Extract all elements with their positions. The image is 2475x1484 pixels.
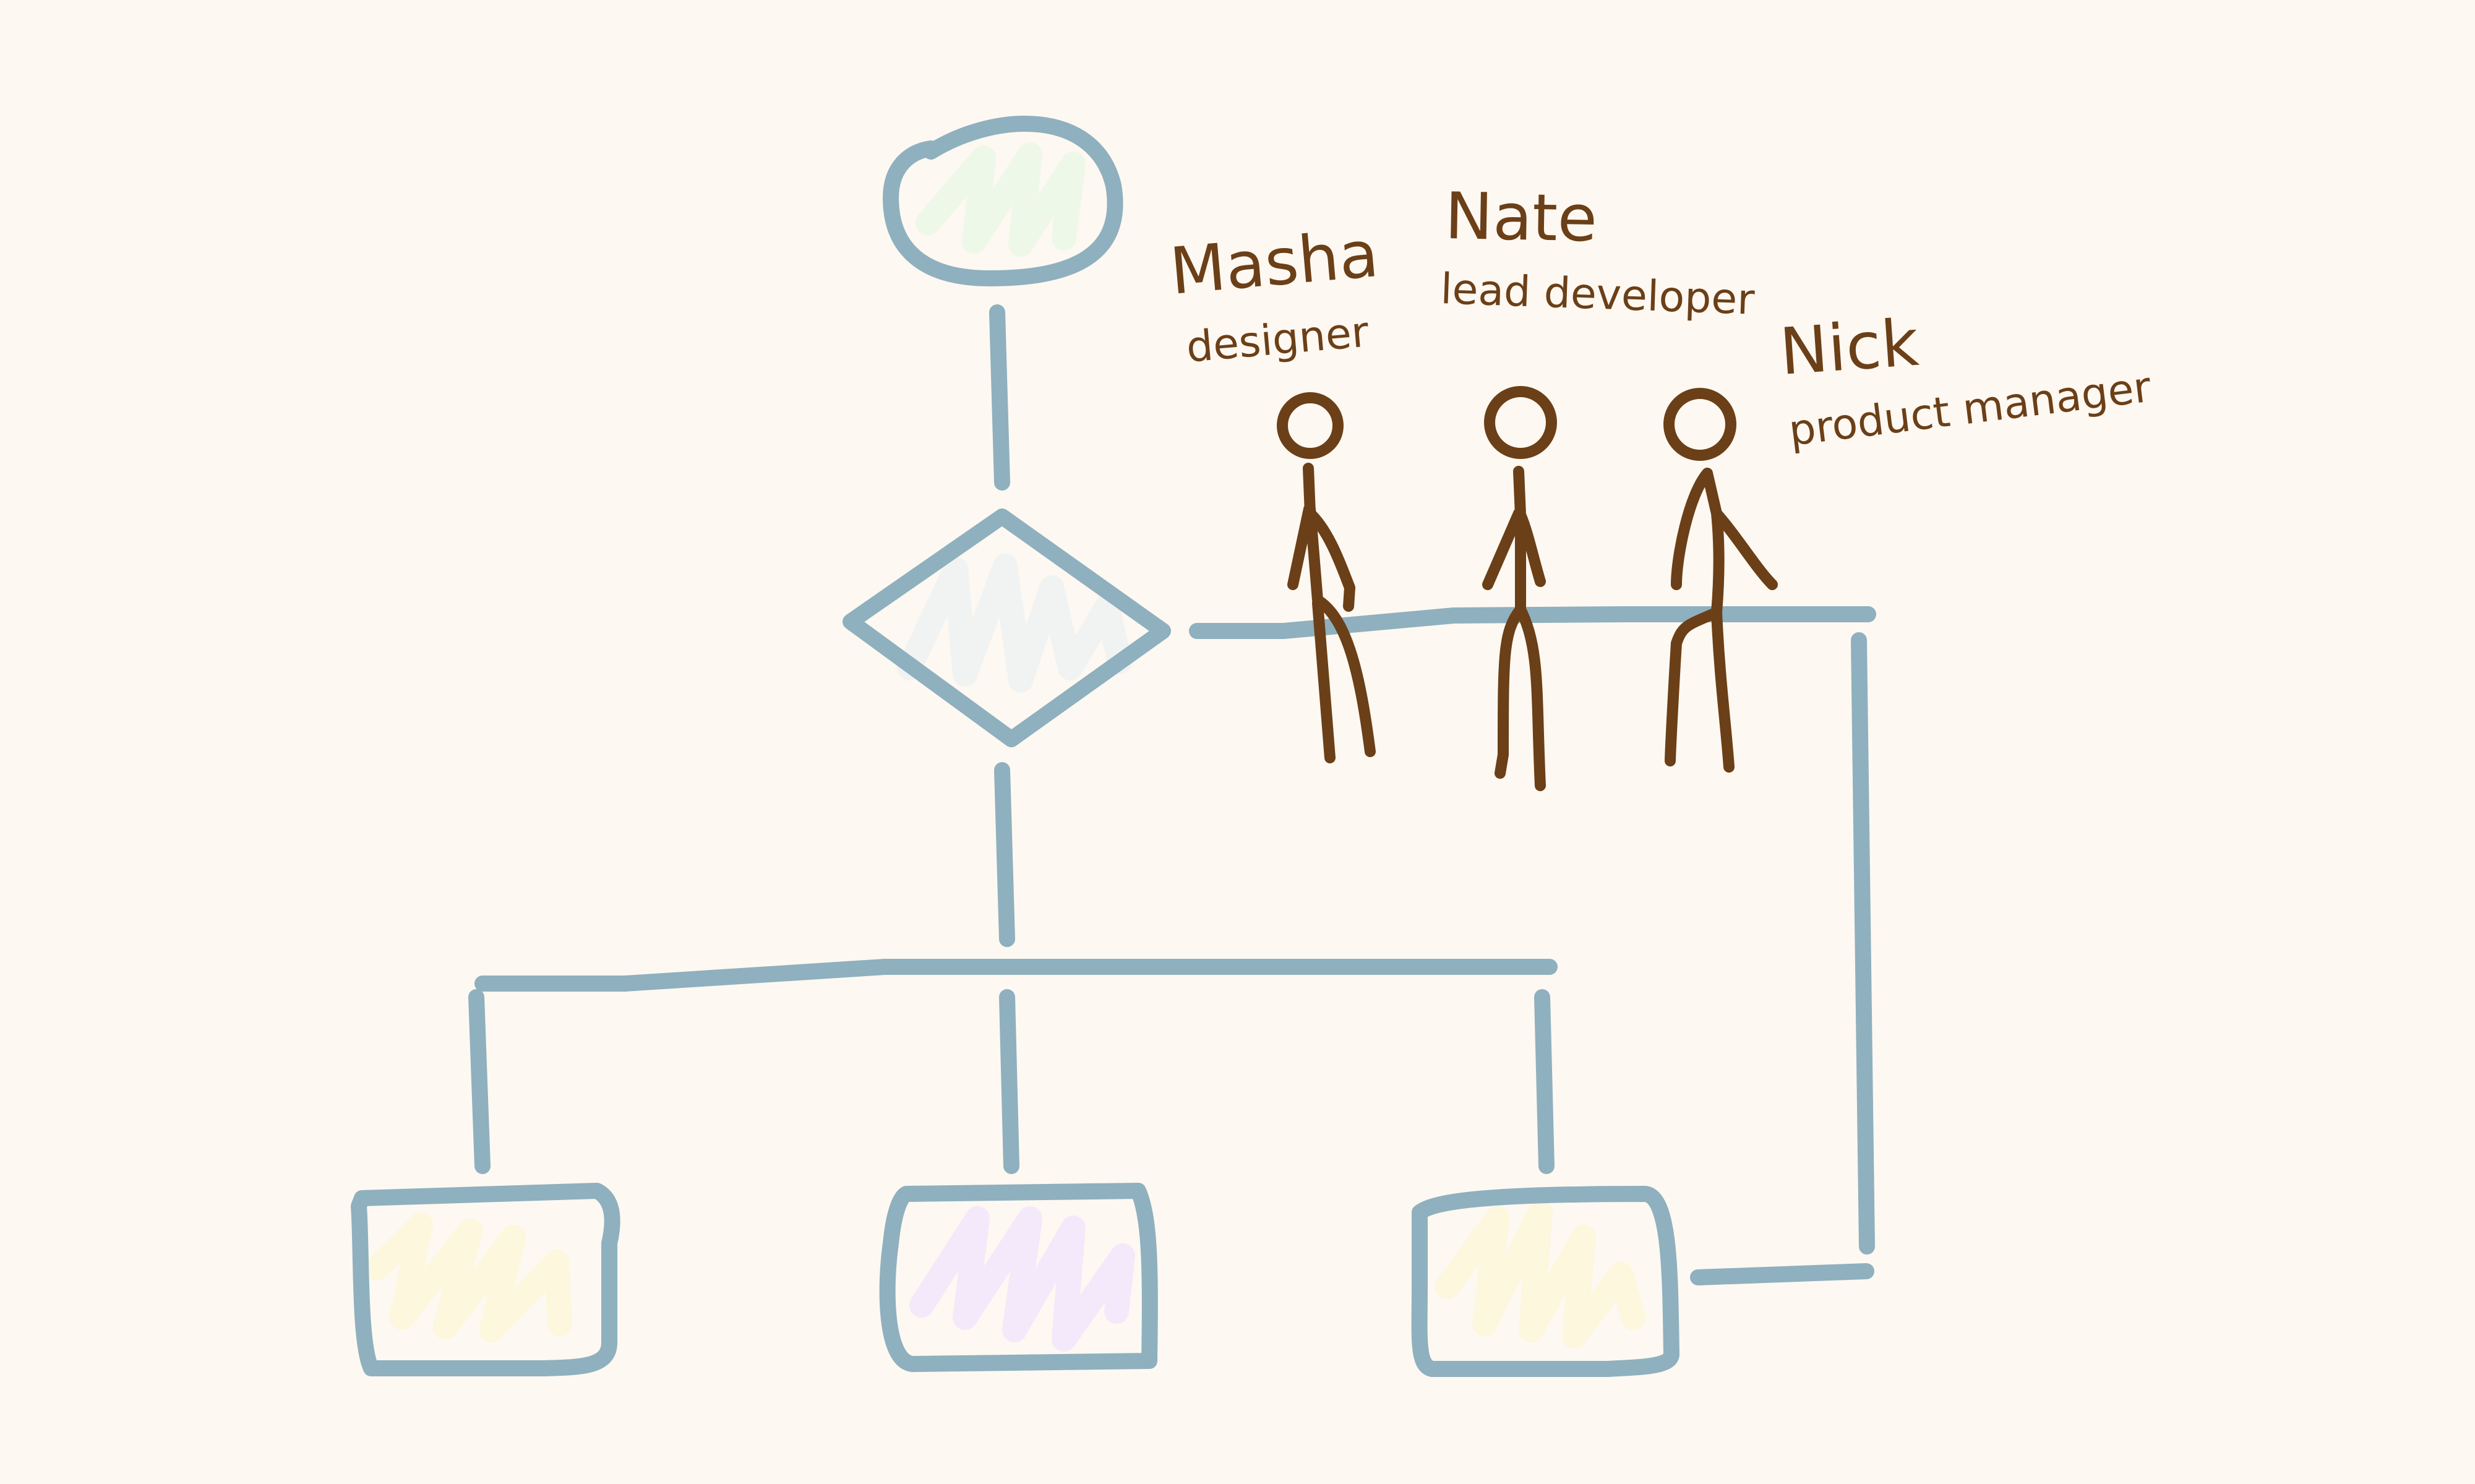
- box-left: [351, 1183, 620, 1376]
- box-middle: [879, 1183, 1158, 1372]
- person-name: Nate: [1444, 178, 1598, 256]
- connector-to-box-left: [468, 989, 491, 1174]
- box-right: [1411, 1186, 1679, 1377]
- person-figure-nick: [1663, 388, 1778, 773]
- box-right-fill: [1435, 1200, 1645, 1349]
- label-nate: Nate lead developer: [1439, 178, 1755, 325]
- label-nick: Nick product manager: [1777, 305, 2153, 456]
- person-figure-nate: [1482, 386, 1557, 791]
- connector-to-box-middle: [999, 989, 1019, 1174]
- head-icon: [1663, 388, 1736, 461]
- connector-to-box-right: [1534, 989, 1555, 1174]
- body-icon: [1287, 463, 1376, 763]
- person-name: Masha: [1167, 216, 1382, 309]
- person-role: designer: [1185, 307, 1371, 372]
- connector-to-box-right-side: [1690, 1263, 1874, 1285]
- connector-start-to-decision: [989, 304, 1010, 491]
- body-icon: [1665, 468, 1778, 773]
- decision-diamond: [843, 508, 1171, 747]
- start-circle: [883, 116, 1123, 286]
- body-icon: [1482, 466, 1546, 791]
- box-left-fill: [365, 1212, 572, 1342]
- person-role: lead developer: [1439, 265, 1755, 325]
- connector-right-vertical: [1851, 632, 1875, 1255]
- decision-fill: [897, 554, 1132, 693]
- person-figure-masha: [1277, 392, 1376, 763]
- start-circle-fill: [916, 142, 1086, 257]
- label-masha: Masha designer: [1167, 216, 1382, 372]
- connector-decision-to-branch: [994, 762, 1015, 947]
- branch-horizontal: [474, 959, 1558, 992]
- head-icon: [1277, 392, 1344, 459]
- head-icon: [1484, 386, 1557, 459]
- person-name: Nick: [1777, 305, 1921, 390]
- box-middle-fill: [909, 1206, 1135, 1352]
